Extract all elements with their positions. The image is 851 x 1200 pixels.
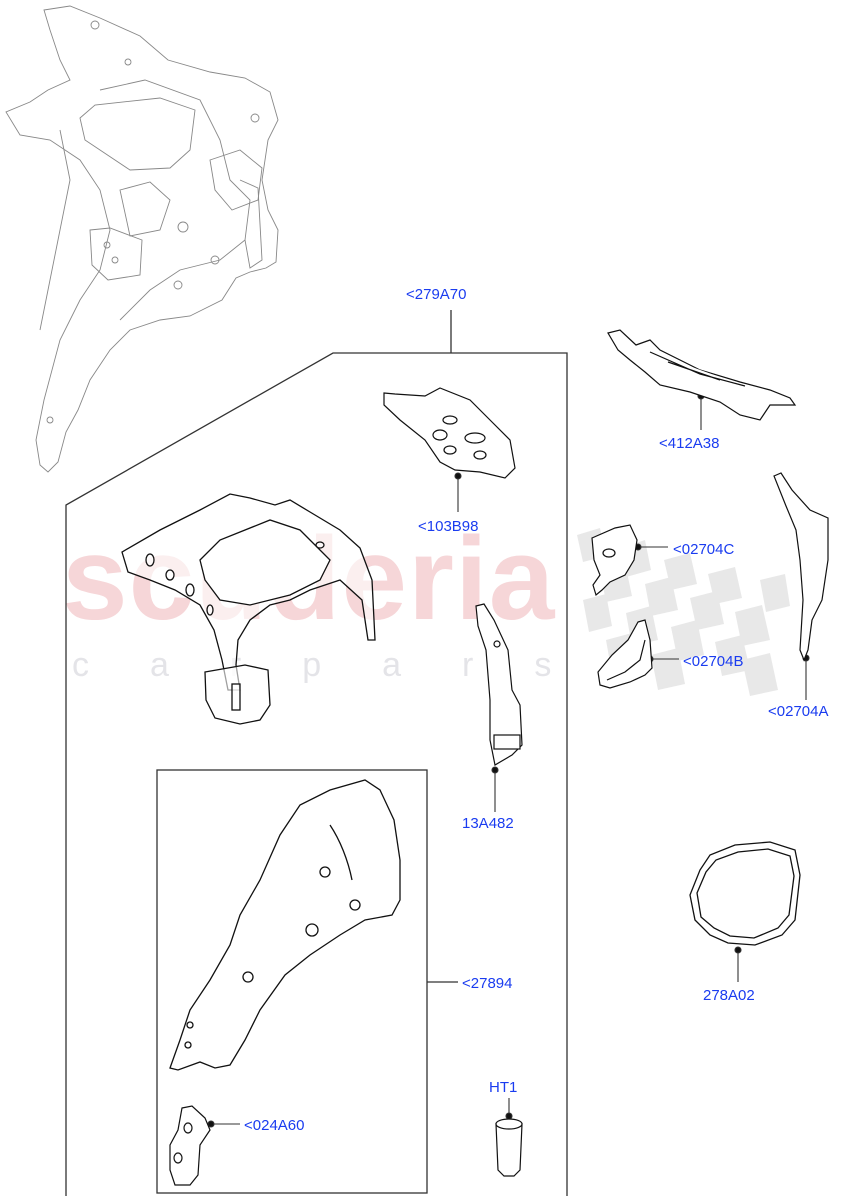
callout-02704C[interactable]: <02704C xyxy=(673,541,735,558)
leader-lines xyxy=(207,392,810,1128)
callout-02704A[interactable]: <02704A xyxy=(768,703,829,720)
body-side-reference-illustration xyxy=(5,5,279,473)
part-024A60 xyxy=(169,1105,211,1186)
part-278A02-seal xyxy=(689,841,801,946)
part-02704C xyxy=(591,524,638,597)
part-103B98 xyxy=(383,387,516,479)
callout-02704B[interactable]: <02704B xyxy=(683,653,744,670)
part-27894-wheelhouse xyxy=(169,779,401,1071)
callout-024A60[interactable]: <024A60 xyxy=(244,1117,305,1134)
callout-279A70[interactable]: <279A70 xyxy=(406,286,467,303)
watermark-subtext: carpars xyxy=(72,646,613,684)
part-13A482 xyxy=(475,603,523,766)
callout-HT1[interactable]: HT1 xyxy=(489,1079,518,1096)
callout-278A02[interactable]: 278A02 xyxy=(703,987,755,1004)
part-HT1 xyxy=(495,1118,523,1177)
callout-103B98[interactable]: <103B98 xyxy=(418,518,479,535)
part-02704B xyxy=(597,619,653,689)
assembly-bracket-lines xyxy=(65,310,568,1196)
part-412A38 xyxy=(607,329,797,421)
callout-13A482[interactable]: 13A482 xyxy=(462,815,514,832)
part-02704A xyxy=(773,472,829,662)
callout-27894[interactable]: <27894 xyxy=(462,975,513,992)
part-279A70-inner-quarter xyxy=(121,493,376,725)
callout-412A38[interactable]: <412A38 xyxy=(659,435,720,452)
